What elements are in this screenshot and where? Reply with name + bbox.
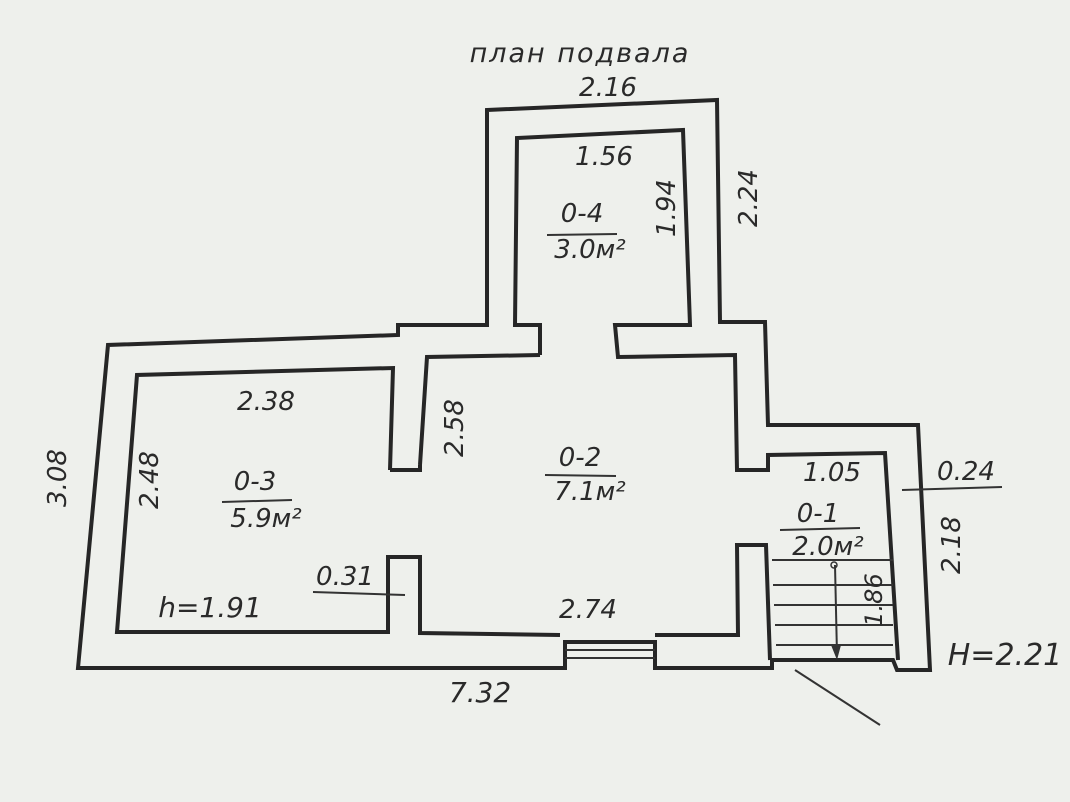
room-0-4-inner-wall	[512, 127, 900, 661]
dim-pier: 0.31	[316, 562, 374, 592]
partition-end	[390, 465, 422, 472]
room-0-2-id: 0-2	[559, 443, 601, 473]
room-0-3-underline	[221, 499, 293, 503]
dim-right-lower: 2.18	[937, 516, 967, 574]
dim-bottom-outer: 7.32	[449, 676, 511, 709]
pier-leader	[312, 591, 406, 596]
entry-pointer	[794, 669, 881, 726]
dim-right-upper: 2.24	[734, 169, 764, 227]
dim-partition: 2.58	[440, 399, 470, 457]
dim-bottom-inner: 2.74	[559, 595, 617, 625]
dim-room1-width: 1.05	[803, 458, 861, 488]
room-0-3-area: 5.9м²	[230, 504, 301, 534]
room-0-4-underline	[546, 233, 618, 236]
room-0-4-id: 0-4	[561, 199, 603, 229]
room-0-3-inner-wall	[418, 353, 541, 466]
dim-wall-thickness: 0.24	[937, 457, 995, 487]
dim-room4-width: 1.56	[575, 142, 633, 172]
room-0-3-id: 0-3	[234, 467, 276, 497]
stairs	[772, 559, 893, 660]
plan-title: план подвала	[470, 38, 691, 69]
room-0-1-area: 2.0м²	[792, 532, 863, 562]
room-0-1-underline	[779, 527, 861, 531]
building-height-label: H=2.21	[948, 638, 1063, 673]
dim-room3-height: 2.48	[135, 451, 165, 509]
dim-left-outer: 3.08	[43, 449, 73, 507]
right-lower-wall	[655, 543, 772, 661]
wall-thickness-leader	[901, 486, 1003, 491]
room-0-1-id: 0-1	[797, 499, 839, 529]
dim-stair: 1.86	[860, 573, 888, 626]
dim-room3-width: 2.38	[237, 387, 295, 417]
room-0-4-area: 3.0м²	[554, 235, 625, 265]
room-0-3-inner-boundary	[114, 365, 561, 637]
room-0-2-underline	[544, 474, 617, 477]
room-0-2-area: 7.1м²	[554, 477, 625, 507]
dim-top-outer: 2.16	[579, 73, 637, 103]
room-3-height-label: h=1.91	[158, 591, 262, 624]
dim-room4-height: 1.94	[652, 179, 682, 237]
outer-wall	[75, 97, 933, 672]
